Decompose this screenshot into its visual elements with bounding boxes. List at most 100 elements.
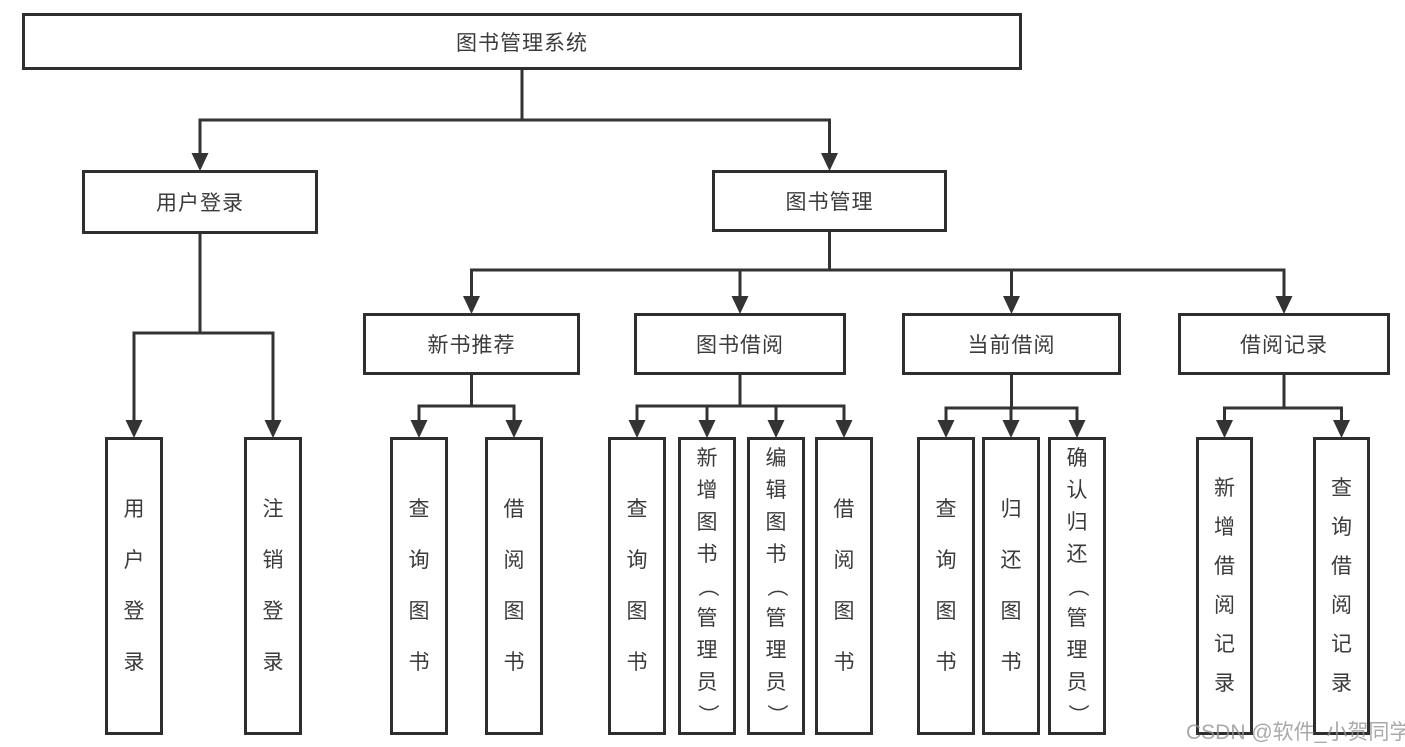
vertical-label-char: 图 bbox=[626, 600, 648, 623]
node-borrow-books-recommend: 借阅图书 bbox=[485, 437, 543, 735]
vertical-label-char: 阅 bbox=[1214, 594, 1235, 617]
vertical-label-char: 书 bbox=[626, 651, 648, 674]
node-borrowing-records: 借阅记录 bbox=[1178, 313, 1390, 375]
vertical-label-char: （ bbox=[764, 575, 788, 597]
node-label-library-management-system: 图书管理系统 bbox=[456, 31, 588, 55]
vertical-label-char: 录 bbox=[123, 651, 145, 674]
vertical-label-char: 登 bbox=[123, 600, 145, 623]
node-label-query-borrowing-record: 查询借阅记录 bbox=[1331, 440, 1352, 732]
vertical-label-char: 录 bbox=[1331, 672, 1352, 695]
vertical-label-char: 查 bbox=[408, 498, 430, 521]
vertical-label-char: 理 bbox=[765, 638, 787, 662]
node-label-query-books-current: 查询图书 bbox=[936, 440, 957, 732]
node-label-borrow-books-recommend: 借阅图书 bbox=[504, 440, 525, 732]
vertical-label-char: 增 bbox=[1214, 516, 1235, 539]
vertical-label-char: 图 bbox=[1000, 600, 1022, 623]
node-book-management: 图书管理 bbox=[712, 170, 947, 232]
vertical-label-char: 还 bbox=[1066, 542, 1088, 566]
node-label-user-login-function: 用户登录 bbox=[124, 440, 145, 732]
vertical-label-char: 登 bbox=[262, 600, 284, 623]
vertical-label-char: 书 bbox=[765, 542, 787, 566]
node-current-borrowing: 当前借阅 bbox=[902, 313, 1121, 375]
vertical-label-char: 认 bbox=[1066, 478, 1088, 502]
vertical-label-char: 用 bbox=[123, 498, 145, 521]
vertical-label-char: 理 bbox=[1066, 638, 1088, 662]
node-add-books-admin: 新增图书（管理员） bbox=[678, 437, 736, 735]
node-query-borrowing-record: 查询借阅记录 bbox=[1313, 437, 1370, 735]
node-label-book-management: 图书管理 bbox=[785, 191, 874, 214]
csdn-watermark: CSDN @软件_小贺同学 bbox=[1186, 721, 1405, 744]
vertical-label-char: 阅 bbox=[503, 549, 525, 572]
node-query-books-recommend: 查询图书 bbox=[390, 437, 448, 735]
vertical-label-char: 书 bbox=[408, 651, 430, 674]
node-label-new-book-recommendation: 新书推荐 bbox=[427, 334, 516, 357]
vertical-label-char: 书 bbox=[833, 651, 855, 674]
vertical-label-char: 理 bbox=[696, 638, 718, 662]
node-label-edit-books-admin: 编辑图书（管理员） bbox=[764, 440, 788, 732]
vertical-label-char: （ bbox=[1065, 575, 1089, 597]
vertical-label-char: 管 bbox=[765, 606, 787, 630]
vertical-label-char: 员 bbox=[696, 670, 718, 694]
node-label-borrow-books-borrowing: 借阅图书 bbox=[834, 440, 855, 732]
vertical-label-char: 销 bbox=[262, 549, 284, 572]
node-return-books: 归还图书 bbox=[982, 437, 1040, 735]
node-logout-function: 注销登录 bbox=[244, 437, 302, 735]
vertical-label-char: 户 bbox=[123, 549, 145, 572]
vertical-label-char: 书 bbox=[935, 651, 957, 674]
vertical-label-char: 图 bbox=[503, 600, 525, 623]
vertical-label-char: 录 bbox=[262, 651, 284, 674]
vertical-label-char: 借 bbox=[833, 498, 855, 521]
node-confirm-return-admin: 确认归还（管理员） bbox=[1048, 437, 1106, 735]
node-label-confirm-return-admin: 确认归还（管理员） bbox=[1065, 440, 1089, 732]
vertical-label-char: 图 bbox=[408, 600, 430, 623]
vertical-label-char: 新 bbox=[1214, 477, 1235, 500]
node-label-return-books: 归还图书 bbox=[1001, 440, 1022, 732]
vertical-label-char: 管 bbox=[696, 606, 718, 630]
vertical-label-char: 新 bbox=[696, 446, 718, 470]
vertical-label-char: 图 bbox=[833, 600, 855, 623]
vertical-label-char: 录 bbox=[1214, 672, 1235, 695]
vertical-label-char: 注 bbox=[262, 498, 284, 521]
node-label-borrowing-records: 借阅记录 bbox=[1240, 334, 1328, 357]
vertical-label-char: 图 bbox=[696, 510, 718, 534]
vertical-label-char: 借 bbox=[503, 498, 525, 521]
node-query-books-borrowing: 查询图书 bbox=[608, 437, 666, 735]
node-label-add-books-admin: 新增图书（管理员） bbox=[695, 440, 719, 732]
vertical-label-char: 阅 bbox=[1331, 594, 1352, 617]
node-user-login-function: 用户登录 bbox=[105, 437, 163, 735]
vertical-label-char: 查 bbox=[1331, 477, 1352, 500]
vertical-label-char: 查 bbox=[935, 498, 957, 521]
node-label-user-login: 用户登录 bbox=[156, 192, 244, 215]
vertical-label-char: 员 bbox=[1066, 670, 1088, 694]
vertical-label-char: 记 bbox=[1331, 633, 1352, 656]
vertical-label-char: 询 bbox=[626, 549, 648, 572]
vertical-label-char: ） bbox=[695, 703, 719, 725]
vertical-label-char: 管 bbox=[1066, 606, 1088, 630]
vertical-label-char: 员 bbox=[765, 670, 787, 694]
vertical-label-char: 辑 bbox=[765, 478, 787, 502]
node-label-book-borrowing: 图书借阅 bbox=[696, 334, 784, 357]
vertical-label-char: （ bbox=[695, 575, 719, 597]
node-library-management-system: 图书管理系统 bbox=[22, 13, 1022, 70]
node-user-login: 用户登录 bbox=[82, 170, 318, 234]
vertical-label-char: 增 bbox=[696, 478, 718, 502]
vertical-label-char: 询 bbox=[408, 549, 430, 572]
vertical-label-char: 借 bbox=[1214, 555, 1235, 578]
node-label-query-books-recommend: 查询图书 bbox=[409, 440, 430, 732]
vertical-label-char: 确 bbox=[1066, 446, 1088, 470]
vertical-label-char: 书 bbox=[1000, 651, 1022, 674]
node-label-logout-function: 注销登录 bbox=[263, 440, 284, 732]
node-add-borrowing-record: 新增借阅记录 bbox=[1196, 437, 1253, 735]
vertical-label-char: ） bbox=[764, 703, 788, 725]
vertical-label-char: 归 bbox=[1066, 510, 1088, 534]
vertical-label-char: 借 bbox=[1331, 555, 1352, 578]
node-label-current-borrowing: 当前借阅 bbox=[967, 334, 1056, 357]
vertical-label-char: 书 bbox=[503, 651, 525, 674]
node-query-books-current: 查询图书 bbox=[917, 437, 975, 735]
vertical-label-char: 阅 bbox=[833, 549, 855, 572]
vertical-label-char: 查 bbox=[626, 498, 648, 521]
vertical-label-char: 图 bbox=[935, 600, 957, 623]
node-label-add-borrowing-record: 新增借阅记录 bbox=[1214, 440, 1235, 732]
node-book-borrowing: 图书借阅 bbox=[634, 313, 846, 375]
vertical-label-char: 询 bbox=[935, 549, 957, 572]
